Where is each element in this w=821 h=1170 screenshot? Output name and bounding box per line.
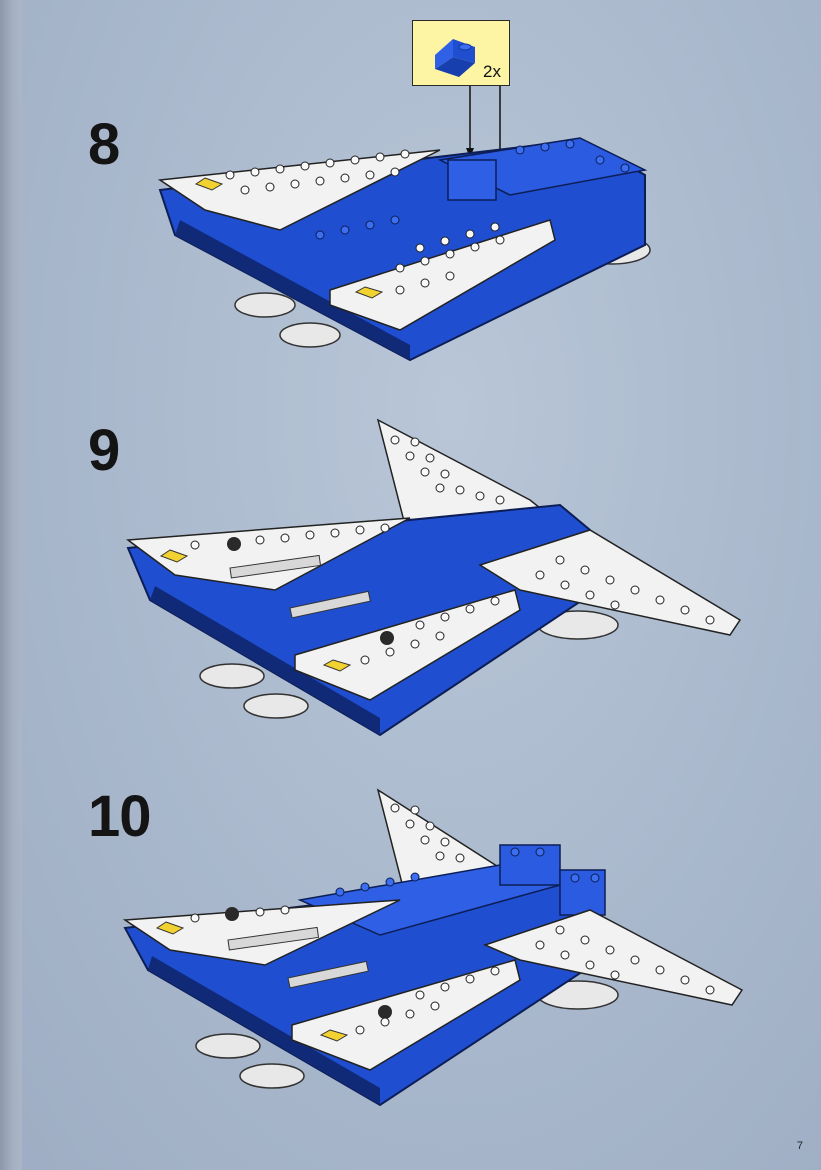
step-10-number: 10: [88, 784, 152, 849]
parts-callout: 2x: [412, 20, 510, 86]
book-spine-shadow: [0, 0, 22, 1170]
page-number: 7: [796, 1140, 803, 1152]
blue-slope-brick-icon: [435, 39, 475, 77]
step-8-number: 8: [88, 112, 120, 177]
step-9-number: 9: [88, 418, 120, 483]
parts-quantity: 2x: [483, 62, 501, 81]
